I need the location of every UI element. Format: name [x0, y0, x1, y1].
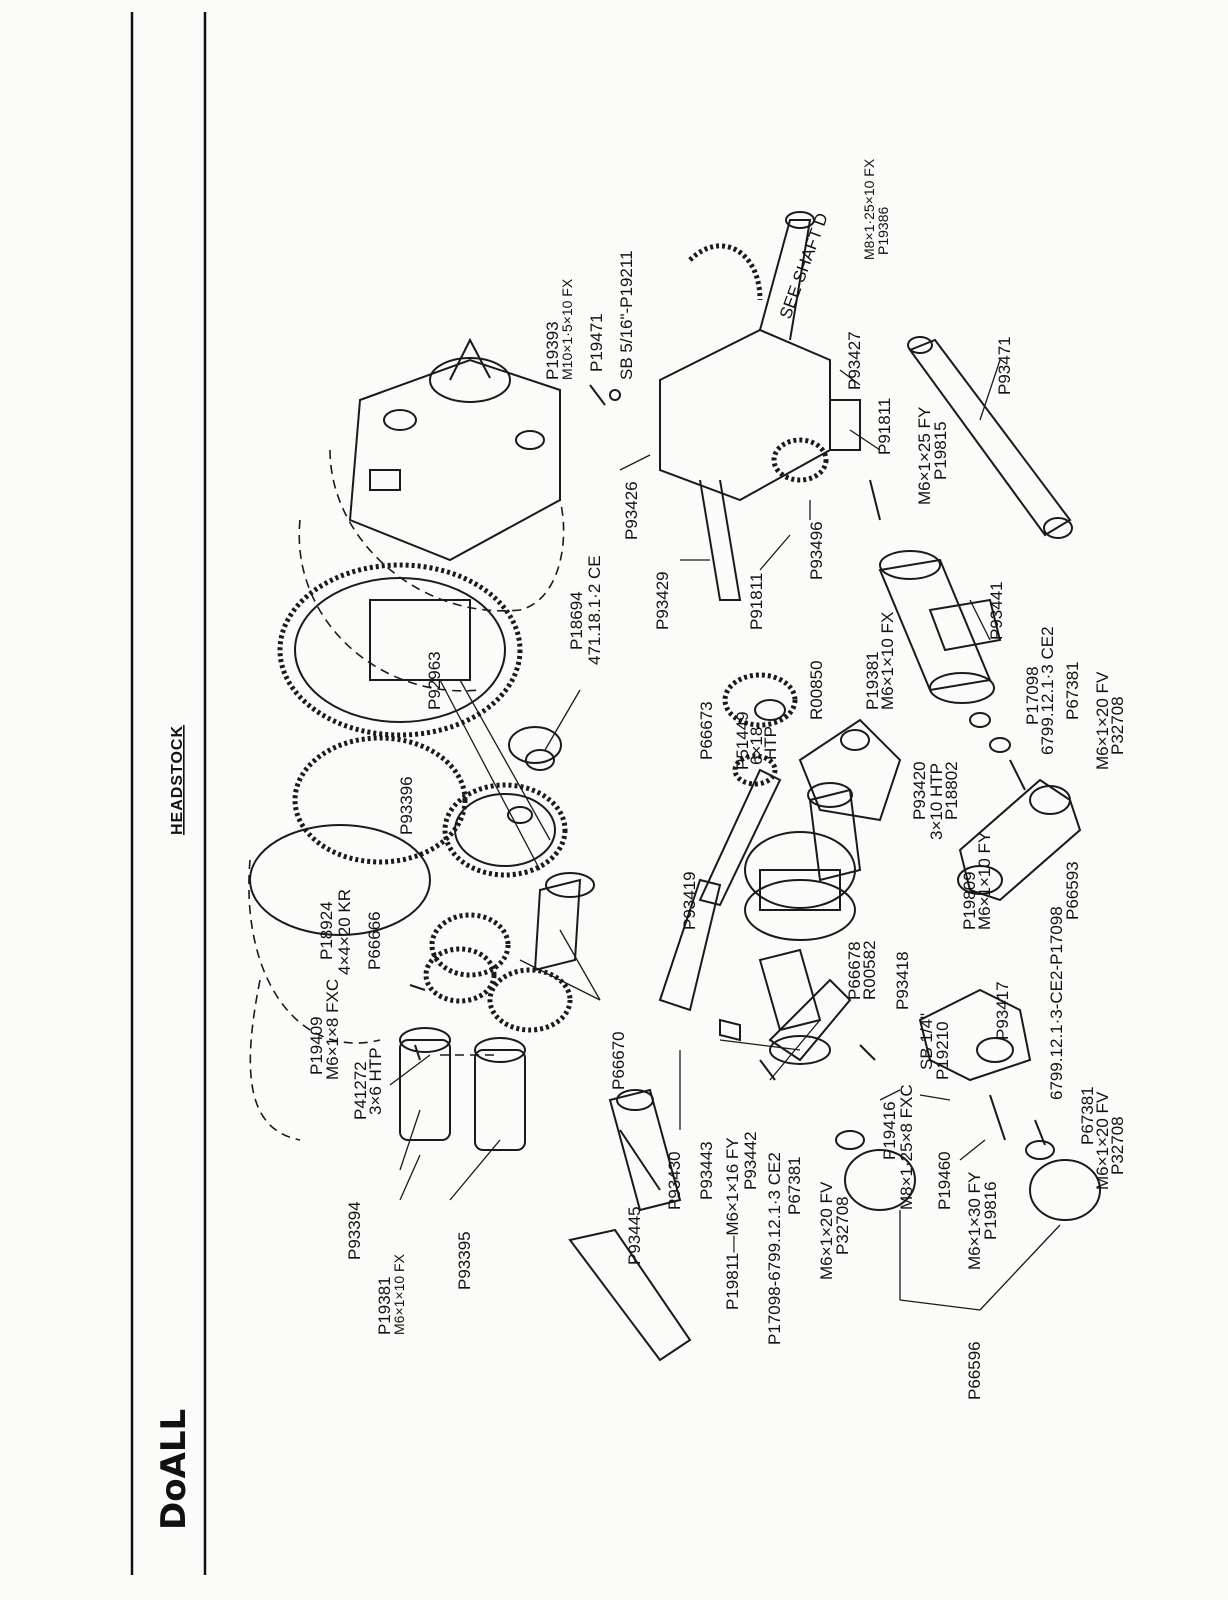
part-label: P19386 — [875, 207, 891, 255]
part-label: P93418 — [893, 951, 912, 1010]
section-title: HEADSTOCK — [169, 725, 186, 835]
part-label: 4×4×20 KR — [335, 889, 354, 975]
part-label: 3×6 HTP — [366, 1047, 385, 1115]
part-label: P93417 — [993, 981, 1012, 1040]
part-label: P93420 — [910, 761, 929, 820]
part-label: P66596 — [965, 1341, 984, 1400]
part-label: P92963 — [425, 651, 444, 710]
bearing-block — [918, 988, 1032, 1082]
part-label: M6×1×20 FV — [1093, 671, 1112, 770]
shifter-assembly — [659, 211, 881, 601]
part-label: M6×1×30 FY — [965, 1172, 984, 1270]
part-label: P67381 — [1078, 1086, 1097, 1145]
part-label: M6×1×10 FY — [975, 832, 994, 930]
part-label: SB 5/16"-P19211 — [617, 250, 636, 380]
part-label: P19460 — [935, 1151, 954, 1210]
part-label: P93471 — [995, 336, 1014, 395]
part-label: P51449 — [733, 711, 752, 770]
part-label: P93394 — [345, 1201, 364, 1260]
brand-logo: DoALL — [154, 1409, 194, 1530]
part-label: P93395 — [455, 1231, 474, 1290]
part-label: 6×18 — [747, 727, 766, 765]
handle-shaft — [907, 336, 1073, 539]
part-label: M6×1×10 FX — [391, 1253, 407, 1335]
part-labels: P19393 M10×1·5×10 FX P19471 SB 5/16"-P19… — [307, 158, 1127, 1400]
part-label: P93396 — [397, 776, 416, 835]
part-label: P19409 — [307, 1016, 326, 1075]
leader-lines — [389, 359, 1061, 1311]
part-label: 6799.12.1·3 CE2 — [1038, 626, 1057, 755]
part-label: 3×10 HTP — [927, 763, 946, 840]
knobs — [835, 1130, 1101, 1221]
cam-hub-assembly — [722, 672, 902, 941]
part-label: M10×1·5×10 FX — [559, 278, 575, 380]
part-label: SB 1/4" — [917, 1013, 936, 1070]
part-label: M6×1×8 FXC — [323, 979, 342, 1080]
part-label: M6×1×20 FV — [1093, 1091, 1112, 1190]
part-label: M6×1×10 FX — [878, 612, 897, 710]
part-label: P32708 — [1108, 1116, 1127, 1175]
clutch-sleeve — [878, 550, 1002, 704]
part-label: P93430 — [665, 1151, 684, 1210]
spindle-assembly — [248, 337, 565, 1141]
part-label: P93427 — [845, 331, 864, 390]
part-label: P66670 — [609, 1031, 628, 1090]
splined-shaft — [568, 1088, 692, 1362]
part-label: P17098 — [1023, 666, 1042, 725]
part-label: P66678 — [845, 941, 864, 1000]
part-label: P41272 — [351, 1061, 370, 1120]
part-label: P19416 — [880, 1101, 899, 1160]
part-label: P67381 — [785, 1156, 804, 1215]
part-label: P19816 — [981, 1181, 1000, 1240]
part-label: M6×1×25 FY — [915, 407, 934, 505]
crank-handle — [957, 778, 1082, 902]
part-label: P32708 — [1108, 696, 1127, 755]
part-label: HTP — [761, 726, 780, 760]
part-label: P93419 — [680, 871, 699, 930]
part-label: P66673 — [697, 701, 716, 760]
gear-cluster — [423, 726, 595, 1033]
part-label: P93443 — [697, 1141, 716, 1200]
part-label: P17098-6799.12.1·3 CE2 — [765, 1152, 784, 1345]
part-label: P19809 — [960, 871, 979, 930]
part-label: P19471 — [587, 313, 606, 372]
part-label: 471.18.1·2 CE — [585, 555, 604, 665]
pinion-shafts — [399, 1027, 526, 1151]
part-label: P18802 — [942, 761, 961, 820]
part-label: P19381 — [375, 1276, 394, 1335]
part-label: P19210 — [933, 1021, 952, 1080]
part-label: P93496 — [807, 521, 826, 580]
part-label: P91811 — [875, 398, 894, 455]
part-label: P18924 — [317, 901, 336, 960]
part-label: P66593 — [1063, 861, 1082, 920]
part-label: P93445 — [625, 1206, 644, 1265]
part-label: M8×1·25×10 FX — [861, 158, 877, 260]
part-label: P91811 — [747, 573, 766, 630]
part-label: 6799.12.1·3-CE2-P17098 — [1047, 906, 1066, 1100]
part-label: R00850 — [807, 660, 826, 720]
part-label: P19815 — [931, 421, 950, 480]
part-label: P93426 — [622, 481, 641, 540]
part-label: P32708 — [833, 1196, 852, 1255]
part-label: P19811—M6×1×16 FY — [723, 1137, 742, 1310]
part-label: P93441 — [987, 581, 1006, 640]
part-label: P19381 — [863, 651, 882, 710]
part-label: P18694 — [567, 591, 586, 650]
part-label: P19393 — [543, 321, 562, 380]
part-label: P93442 — [741, 1131, 760, 1190]
part-label: R00582 — [860, 940, 879, 1000]
part-label: P66666 — [365, 911, 384, 970]
part-label: M6×1×20 FV — [817, 1181, 836, 1280]
part-label: P93429 — [653, 571, 672, 630]
part-label: P67381 — [1063, 661, 1082, 720]
part-label: M8×1·25×8 FXC — [897, 1084, 916, 1210]
